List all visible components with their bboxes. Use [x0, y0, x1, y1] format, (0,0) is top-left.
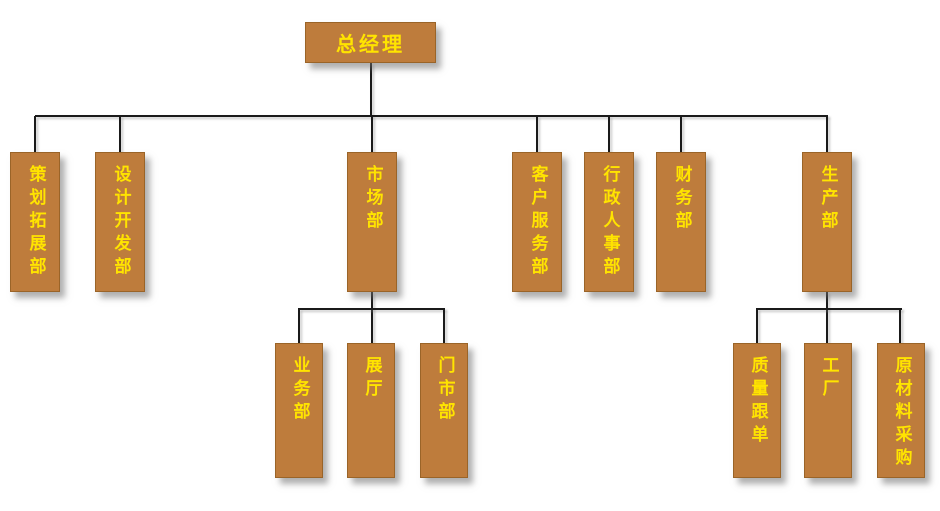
connector-production-stem — [826, 292, 828, 343]
org-node-business: 业务部 — [275, 343, 323, 478]
org-node-label: 行政人事部 — [599, 165, 620, 280]
org-node-label: 设计开发部 — [110, 165, 131, 280]
org-node-label: 质量跟单 — [747, 356, 768, 448]
connector-drop-customer-service — [536, 116, 538, 152]
connector-marketing-stem — [371, 292, 373, 343]
org-node-label: 财务部 — [671, 165, 692, 234]
connector-drop-planning-expansion — [34, 116, 36, 152]
connector-drop-production — [826, 116, 828, 152]
connector-drop-marketing — [371, 116, 373, 152]
org-node-factory: 工厂 — [804, 343, 852, 478]
org-node-planning-expansion: 策划拓展部 — [10, 152, 60, 292]
org-node-customer-service: 客户服务部 — [512, 152, 562, 292]
org-node-label: 生产部 — [817, 165, 838, 234]
org-node-label: 总经理 — [336, 32, 405, 56]
org-node-admin-hr: 行政人事部 — [584, 152, 634, 292]
org-node-label: 展厅 — [361, 356, 382, 402]
connector-drop-admin-hr — [608, 116, 610, 152]
org-node-label: 业务部 — [289, 356, 310, 425]
org-node-label: 原材料采购 — [891, 356, 912, 471]
connector-drop-quality-tracking — [756, 309, 758, 343]
connector-main-horizontal — [35, 115, 828, 117]
connector-marketing-horizontal — [298, 308, 445, 310]
org-node-label: 工厂 — [818, 356, 839, 402]
org-node-retail: 门市部 — [420, 343, 468, 478]
connector-drop-raw-material — [899, 309, 901, 343]
org-node-design-development: 设计开发部 — [95, 152, 145, 292]
org-node-quality-tracking: 质量跟单 — [733, 343, 781, 478]
connector-drop-business — [298, 309, 300, 343]
connector-drop-retail — [443, 309, 445, 343]
org-node-label: 策划拓展部 — [25, 165, 46, 280]
org-node-label: 门市部 — [434, 356, 455, 425]
org-node-finance: 财务部 — [656, 152, 706, 292]
org-node-marketing: 市场部 — [347, 152, 397, 292]
connector-drop-finance — [680, 116, 682, 152]
org-node-label: 客户服务部 — [527, 165, 548, 280]
connector-drop-design-development — [119, 116, 121, 152]
org-node-label: 市场部 — [362, 165, 383, 234]
connector-production-horizontal — [756, 308, 902, 310]
org-node-general-manager: 总经理 — [305, 22, 436, 63]
connector-root-stem — [370, 63, 372, 116]
org-node-showroom: 展厅 — [347, 343, 395, 478]
org-node-raw-material-purchasing: 原材料采购 — [877, 343, 925, 478]
org-node-production: 生产部 — [802, 152, 852, 292]
